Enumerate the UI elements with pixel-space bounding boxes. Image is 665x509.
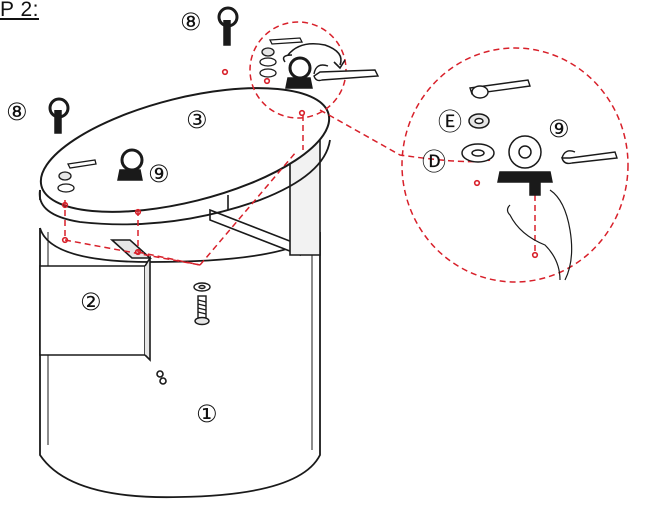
wrench-icon: [561, 150, 618, 165]
label-part-3: ③: [186, 106, 208, 134]
part-labels: ① ② ③ ⑧ ⑧ ⑨ ⑨ Ⓔ Ⓓ: [6, 8, 570, 428]
label-part-9-left: ⑨: [148, 160, 170, 188]
caster-wheel-icon: [48, 97, 70, 134]
wrench-icon: [313, 64, 380, 82]
alignment-guides: [64, 21, 629, 283]
detail-washers: [461, 113, 495, 163]
front-knob-holes: [156, 370, 167, 385]
mounting-holes: [61, 68, 539, 259]
caster-wheel-icon: [217, 6, 239, 46]
rotate-arrow-icon: [287, 42, 346, 70]
screw-assembly: [193, 282, 211, 326]
label-part-9-detail: ⑨: [548, 115, 570, 143]
swivel-wheel-icon: [117, 148, 144, 181]
label-part-d: Ⓓ: [422, 148, 446, 176]
top-panel: [38, 87, 331, 226]
swivel-wheel-detail-icon: [497, 135, 573, 281]
label-part-2: ②: [80, 288, 102, 316]
label-part-8-left: ⑧: [6, 98, 28, 126]
hardware-stack: [57, 37, 304, 193]
step-title: P 2:: [0, 0, 39, 21]
label-part-8-top: ⑧: [180, 8, 202, 36]
swivel-wheel-icon: [282, 54, 313, 89]
label-part-1: ①: [196, 400, 218, 428]
wrench-handle-icon: [469, 79, 531, 99]
label-part-e: Ⓔ: [438, 108, 462, 136]
inner-shelf: [39, 255, 151, 362]
